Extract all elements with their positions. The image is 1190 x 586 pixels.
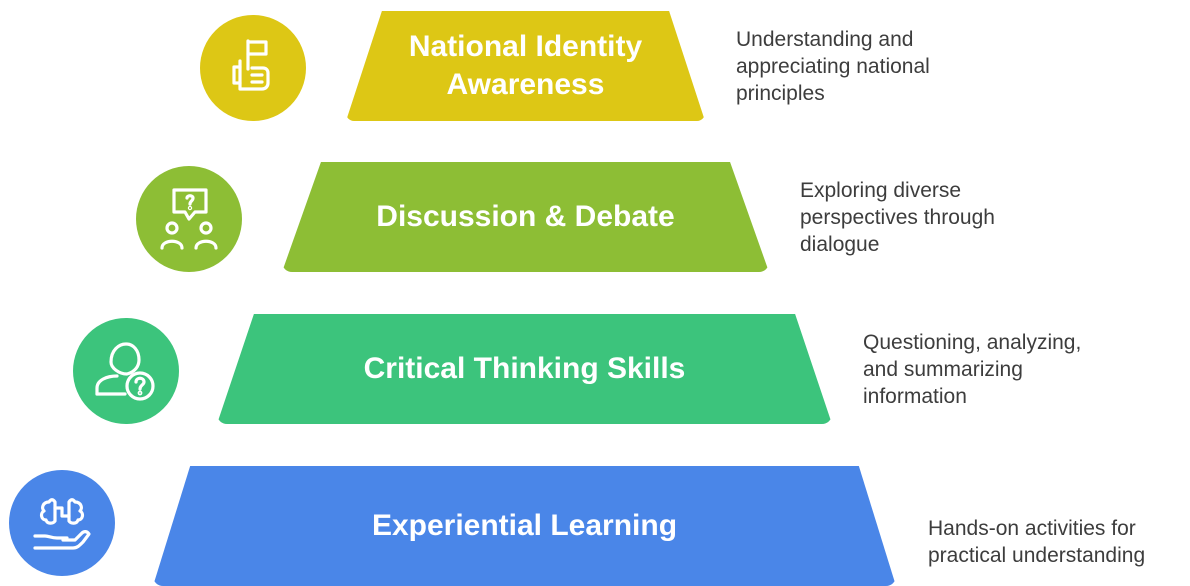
tier-2-title: Discussion & Debate bbox=[376, 200, 675, 233]
tier-1-title-line-1: National Identity bbox=[408, 30, 643, 63]
tier-1-title: National Identity Awareness bbox=[409, 28, 642, 104]
tier-1-icon-circle bbox=[200, 15, 306, 121]
tier-1-title-line-2: Awareness bbox=[446, 68, 605, 101]
tier-4-description: Hands-on activities for practical unders… bbox=[928, 517, 1146, 567]
discussion-people-icon bbox=[160, 188, 218, 250]
brain-hand-icon bbox=[33, 498, 91, 550]
person-question-icon bbox=[95, 342, 155, 401]
tier-discussion-debate: Discussion & Debate bbox=[282, 162, 769, 272]
tier-3-description: Questioning, analyzing, and summarizing … bbox=[863, 331, 1082, 408]
tier-1-description: Understanding and appreciating national … bbox=[736, 28, 930, 105]
hand-flag-icon bbox=[232, 39, 270, 91]
tier-3-icon-circle bbox=[73, 318, 179, 424]
tier-2-icon-circle bbox=[136, 166, 242, 272]
tier-3-title: Critical Thinking Skills bbox=[363, 352, 686, 385]
tier-4-title: Experiential Learning bbox=[371, 509, 678, 542]
tier-experiential-learning: Experiential Learning bbox=[153, 466, 896, 586]
tier-4-icon-circle bbox=[9, 470, 115, 576]
tier-critical-thinking-skills: Critical Thinking Skills bbox=[217, 314, 832, 424]
tier-national-identity-awareness: National Identity Awareness bbox=[346, 11, 705, 121]
tier-2-description: Exploring diverse perspectives through d… bbox=[800, 179, 995, 256]
